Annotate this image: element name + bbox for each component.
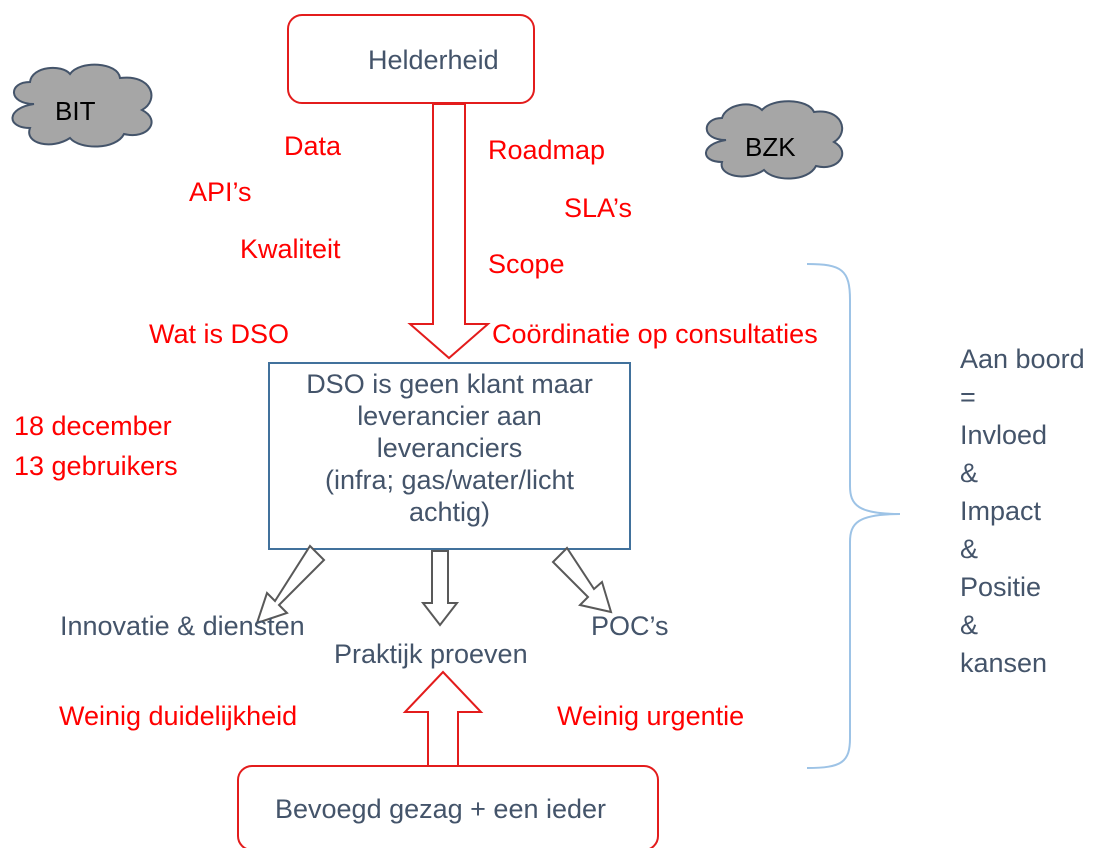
side-item: Aan boord — [960, 344, 1085, 374]
label-kwaliteit: Kwaliteit — [240, 234, 341, 264]
cloud-bit-icon — [11, 63, 153, 148]
right-curly-brace — [806, 263, 901, 769]
label-gebruikers: 13 gebruikers — [14, 451, 178, 481]
helderheid-box — [287, 14, 535, 104]
center-line-2: leverancier aan — [357, 401, 542, 431]
cloud-bzk-icon — [705, 100, 844, 180]
side-item: & — [960, 610, 979, 640]
side-item: Positie — [960, 572, 1042, 602]
label-weinig-duidelijkheid: Weinig duidelijkheid — [59, 701, 298, 731]
label-innovatie: Innovatie & diensten — [60, 611, 305, 641]
side-item: = — [960, 382, 976, 412]
side-list: Aan boord = Invloed & Impact & Positie &… — [960, 340, 1085, 682]
side-item: kansen — [960, 648, 1048, 678]
label-scope: Scope — [488, 249, 565, 279]
label-date: 18 december — [14, 411, 172, 441]
side-item: Invloed — [960, 420, 1048, 450]
label-apis: API’s — [189, 177, 252, 207]
side-item: & — [960, 534, 979, 564]
cloud-bit-label: BIT — [55, 96, 96, 126]
bevoegd-gezag-label: Bevoegd gezag + een ieder — [275, 794, 607, 824]
center-line-5: achtig) — [408, 497, 491, 527]
label-coordinatie: Coördinatie op consultaties — [492, 319, 818, 349]
cloud-bzk-label: BZK — [745, 132, 796, 162]
arrow-to-pocs — [551, 546, 613, 614]
helderheid-down-arrow — [407, 103, 491, 360]
dso-center-box — [268, 362, 631, 550]
side-item: & — [960, 458, 979, 488]
bevoegd-gezag-up-arrow — [402, 670, 484, 767]
label-roadmap: Roadmap — [488, 135, 606, 165]
side-item: Impact — [960, 496, 1042, 526]
label-pocs: POC’s — [591, 611, 669, 641]
helderheid-label: Helderheid — [368, 45, 499, 75]
label-praktijk: Praktijk proeven — [334, 639, 528, 669]
label-wat-is-dso: Wat is DSO — [149, 319, 290, 349]
center-line-4: (infra; gas/water/licht — [324, 465, 575, 495]
dso-center-text: DSO is geen klant maar leverancier aan l… — [269, 368, 630, 528]
center-line-3: leveranciers — [376, 433, 523, 463]
arrow-to-innovatie — [255, 544, 326, 625]
label-weinig-urgentie: Weinig urgentie — [557, 701, 745, 731]
label-slas: SLA’s — [564, 193, 633, 223]
arrow-to-praktijk — [420, 550, 460, 627]
center-line-1: DSO is geen klant maar — [306, 369, 593, 399]
label-data: Data — [284, 131, 342, 161]
